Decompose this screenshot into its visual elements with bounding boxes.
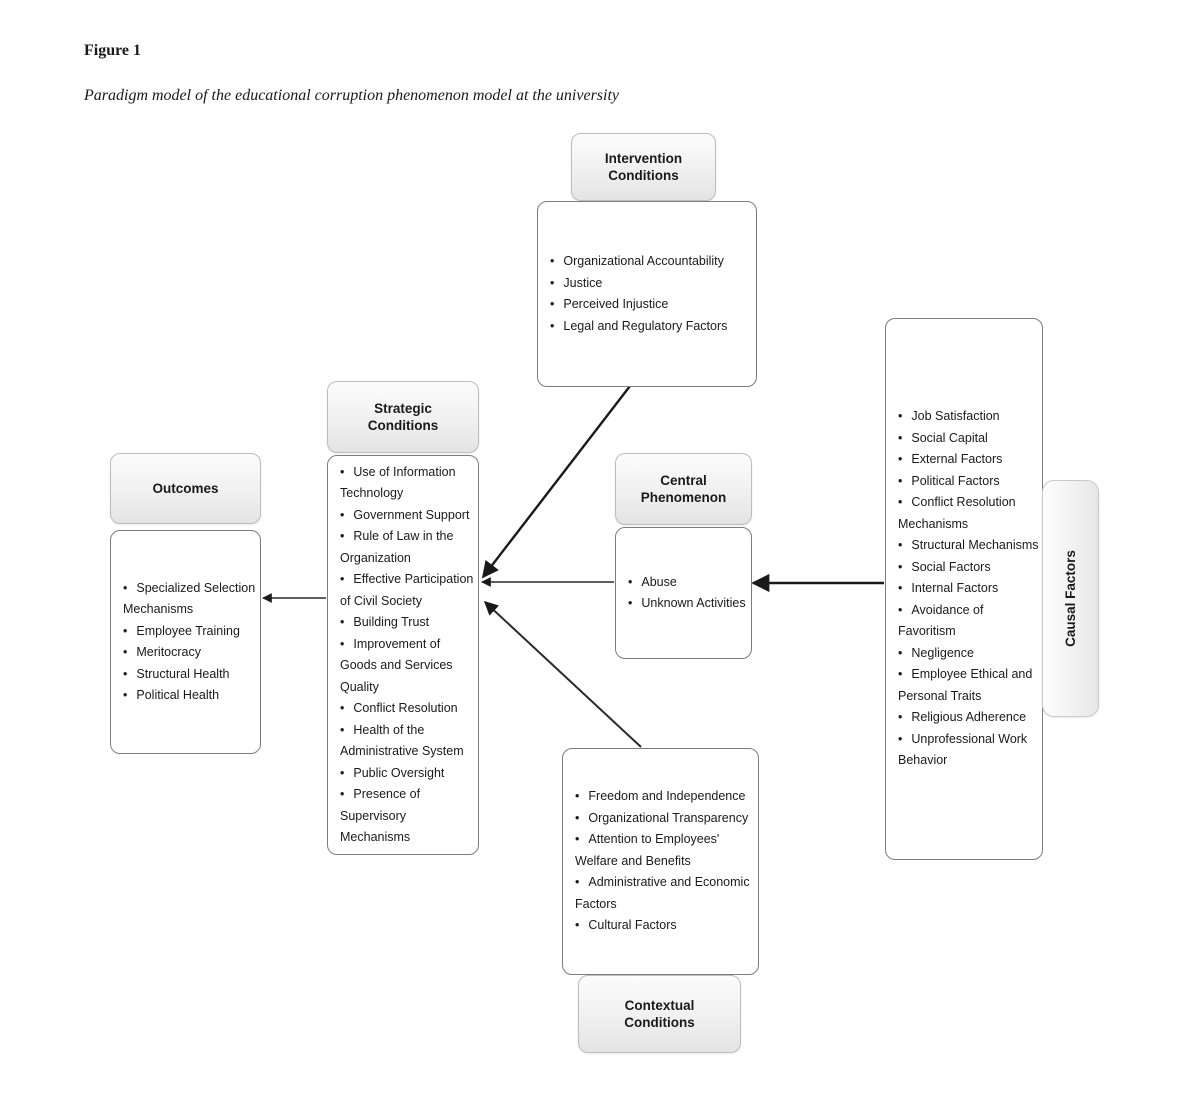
contextual-conditions-box: Freedom and IndependenceOrganizational T… (562, 748, 759, 975)
list-item: Justice (550, 273, 727, 295)
intervention-conditions-header: Intervention Conditions (571, 133, 716, 201)
strategic-conditions-header: Strategic Conditions (327, 381, 479, 453)
list-item: Public Oversight (340, 763, 475, 785)
causal-factors-title: Causal Factors (1063, 550, 1079, 647)
list-item: Social Factors (898, 557, 1039, 579)
list-item: Administrative and Economic Factors (575, 872, 755, 915)
outcomes-list: Specialized Selection MechanismsEmployee… (111, 578, 260, 707)
list-item: Abuse (628, 572, 746, 594)
list-item: Conflict Resolution Mechanisms (898, 492, 1039, 535)
figure-label: Figure 1 (84, 42, 142, 59)
list-item: Presence of Supervisory Mechanisms (340, 784, 475, 849)
list-item: Improvement of Goods and Services Qualit… (340, 634, 475, 699)
central-phenomenon-box: AbuseUnknown Activities (615, 527, 752, 659)
list-item: Avoidance of Favoritism (898, 600, 1039, 643)
list-item: Health of the Administrative System (340, 720, 475, 763)
causal-factors-list: Job SatisfactionSocial CapitalExternal F… (886, 406, 1042, 772)
outcomes-box: Specialized Selection MechanismsEmployee… (110, 530, 261, 754)
list-item: Freedom and Independence (575, 786, 755, 808)
list-item: Political Health (123, 685, 257, 707)
list-item: Structural Health (123, 664, 257, 686)
list-item: Job Satisfaction (898, 406, 1039, 428)
list-item: Social Capital (898, 428, 1039, 450)
list-item: Use of Information Technology (340, 462, 475, 505)
strategic-conditions-list: Use of Information TechnologyGovernment … (328, 462, 478, 849)
outcomes-title: Outcomes (152, 481, 219, 496)
list-item: Internal Factors (898, 578, 1039, 600)
central-phenomenon-header: Central Phenomenon (615, 453, 752, 525)
list-item: Structural Mechanisms (898, 535, 1039, 557)
contextual-conditions-header: Contextual Conditions (578, 975, 741, 1053)
arrow-intervention-to-strategic (481, 385, 631, 579)
intervention-conditions-list: Organizational AccountabilityJusticePerc… (538, 251, 730, 337)
list-item: Cultural Factors (575, 915, 755, 937)
list-item: Government Support (340, 505, 475, 527)
list-item: External Factors (898, 449, 1039, 471)
list-item: Effective Participation of Civil Society (340, 569, 475, 612)
list-item: Religious Adherence (898, 707, 1039, 729)
causal-factors-label: Causal Factors (1042, 480, 1099, 717)
figure-caption: Paradigm model of the educational corrup… (84, 87, 620, 104)
list-item: Specialized Selection Mechanisms (123, 578, 257, 621)
list-item: Conflict Resolution (340, 698, 475, 720)
list-item: Unprofessional Work Behavior (898, 729, 1039, 772)
central-phenomenon-list: AbuseUnknown Activities (616, 572, 749, 615)
list-item: Employee Training (123, 621, 257, 643)
intervention-conditions-title: Intervention Conditions (604, 151, 683, 183)
list-item: Negligence (898, 643, 1039, 665)
strategic-conditions-title: Strategic Conditions (367, 401, 439, 433)
intervention-conditions-box: Organizational AccountabilityJusticePerc… (537, 201, 757, 387)
list-item: Meritocracy (123, 642, 257, 664)
list-item: Rule of Law in the Organization (340, 526, 475, 569)
list-item: Organizational Accountability (550, 251, 727, 273)
list-item: Unknown Activities (628, 593, 745, 615)
list-item: Attention to Employees' Welfare and Bene… (575, 829, 755, 872)
outcomes-header: Outcomes (110, 453, 261, 524)
list-item: Legal and Regulatory Factors (550, 316, 727, 338)
contextual-conditions-list: Freedom and IndependenceOrganizational T… (563, 786, 758, 937)
central-phenomenon-title: Central Phenomenon (640, 473, 727, 505)
list-item: Political Factors (898, 471, 1039, 493)
strategic-conditions-box: Use of Information TechnologyGovernment … (327, 455, 479, 855)
causal-factors-box: Job SatisfactionSocial CapitalExternal F… (885, 318, 1043, 860)
contextual-conditions-title: Contextual Conditions (624, 998, 695, 1030)
list-item: Building Trust (340, 612, 475, 634)
list-item: Organizational Transparency (575, 808, 755, 830)
list-item: Employee Ethical and Personal Traits (898, 664, 1039, 707)
list-item: Perceived Injustice (550, 294, 727, 316)
